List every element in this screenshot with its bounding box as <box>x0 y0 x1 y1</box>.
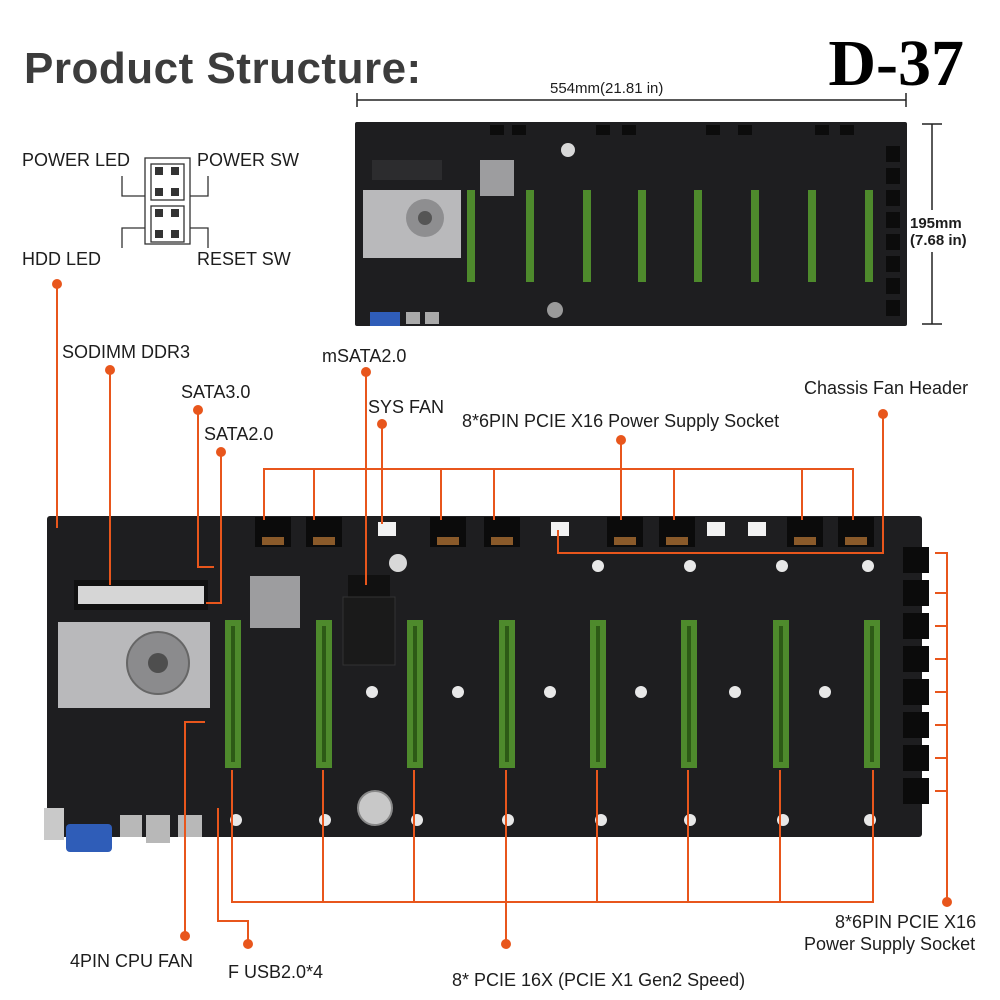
usb-port-icon <box>120 815 142 837</box>
header-pin-diagram <box>121 157 209 248</box>
callout-dots <box>52 279 952 949</box>
vga-port-icon <box>66 824 112 852</box>
chassis-fan-label: Chassis Fan Header <box>804 378 969 398</box>
hdd-led-label: HDD LED <box>22 249 102 269</box>
pcie-power-connectors-right <box>903 547 929 804</box>
board-height-label: 195mm (7.68 in) <box>910 215 967 249</box>
page-title: Product Structure: <box>24 44 422 93</box>
pcie-power-right-label-1: 8*6PIN PCIE X16 <box>835 912 977 932</box>
sodimm-label: SODIMM DDR3 <box>62 342 191 362</box>
usb-label: F USB2.0*4 <box>228 962 324 982</box>
msata-label: mSATA2.0 <box>322 346 407 366</box>
pcie-power-top-label: 8*6PIN PCIE X16 Power Supply Socket <box>462 411 780 431</box>
reset-sw-label: RESET SW <box>197 249 291 269</box>
cmos-battery-icon <box>357 790 393 826</box>
sata2-label: SATA2.0 <box>204 424 274 444</box>
pcie-power-right-label-2: Power Supply Socket <box>804 934 976 954</box>
sys-fan-label: SYS FAN <box>368 397 445 417</box>
height-dimension-line <box>922 123 942 325</box>
model-number: D-37 <box>828 27 964 100</box>
width-dimension-line <box>356 93 907 107</box>
pcie-slots-label: 8* PCIE 16X (PCIE X1 Gen2 Speed) <box>452 970 746 990</box>
board-height-mm: 195mm <box>910 215 962 232</box>
board-height-in: (7.68 in) <box>910 232 967 249</box>
board-width-label: 554mm(21.81 in) <box>550 80 664 97</box>
power-sw-label: POWER SW <box>197 150 299 170</box>
power-led-label: POWER LED <box>22 150 131 170</box>
board-thumbnail <box>355 122 907 326</box>
sata3-label: SATA3.0 <box>181 382 251 402</box>
cpu-fan-label: 4PIN CPU FAN <box>70 951 194 971</box>
callout-lines <box>56 284 948 944</box>
board-main <box>44 516 929 852</box>
